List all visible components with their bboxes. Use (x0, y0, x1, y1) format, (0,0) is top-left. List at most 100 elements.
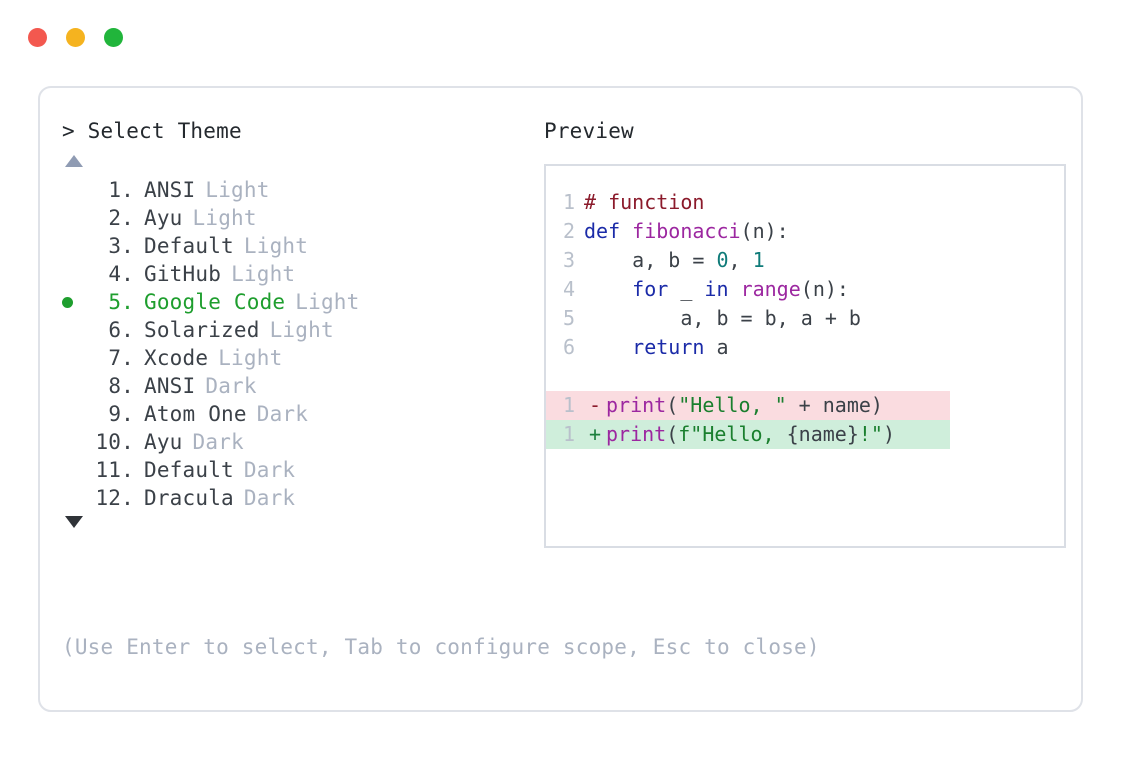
theme-list-item[interactable]: 9. Atom One Dark (62, 400, 532, 428)
theme-item-index: 8. (108, 374, 134, 398)
window-titlebar (28, 28, 123, 47)
code-line: 1# function (546, 188, 1064, 217)
code-token: ( (666, 393, 679, 417)
theme-item-name: Dracula (144, 486, 234, 510)
diff-line-del: 1-print("Hello, " + name) (546, 391, 950, 420)
selection-bullet-cell (62, 316, 88, 344)
code-token: {name} (786, 422, 859, 446)
code-token (729, 277, 741, 301)
theme-list-item[interactable]: 12. Dracula Dark (62, 484, 532, 512)
code-token: a, b = (584, 248, 717, 272)
theme-item-variant: Light (205, 178, 270, 202)
code-token: # function (584, 190, 705, 214)
code-line: 5 a, b = b, a + b (546, 304, 1064, 333)
code-token: for (632, 277, 669, 301)
select-theme-prompt: > Select Theme (62, 119, 242, 143)
maximize-button[interactable] (104, 28, 123, 47)
code-token: 1 (752, 248, 765, 272)
selection-bullet-cell (62, 344, 88, 372)
code-token: print (606, 422, 667, 446)
scroll-down-icon[interactable] (65, 516, 83, 528)
code-token: range (740, 277, 801, 301)
line-number: 5 (562, 306, 575, 330)
code-token (584, 335, 632, 359)
theme-item-variant: Light (243, 234, 309, 258)
selection-bullet-cell (62, 176, 88, 204)
theme-item-name: Solarized (144, 318, 260, 342)
keyboard-hint: (Use Enter to select, Tab to configure s… (62, 635, 820, 659)
code-token (584, 277, 632, 301)
code-token: "Hello, " (678, 393, 787, 417)
selection-bullet-cell (62, 260, 88, 288)
code-line-text: a, b = 0, 1 (584, 246, 765, 275)
code-line: 2 def fibonacci(n): (546, 217, 1064, 246)
code-line: 6 return a (546, 333, 1064, 362)
code-token: ( (666, 422, 679, 446)
code-token: return (632, 335, 705, 359)
code-token: f"Hello, (678, 422, 787, 446)
theme-item-index: 2. (108, 206, 134, 230)
diff-line-add: 1 +print(f"Hello, {name}!") (546, 420, 950, 449)
code-token: , (728, 248, 753, 272)
theme-item-name: Ayu (144, 206, 183, 230)
selection-bullet-cell (62, 400, 88, 428)
theme-item-variant: Dark (192, 430, 244, 454)
diff-marker: + (588, 422, 602, 446)
code-token: def (584, 219, 633, 243)
theme-item-variant: Dark (243, 486, 296, 510)
diff-marker: - (588, 393, 602, 417)
code-line-text: def fibonacci(n): (584, 217, 789, 246)
diff-line-text: print(f"Hello, {name}!") (606, 420, 895, 449)
line-number: 1 (562, 422, 575, 446)
theme-list-item[interactable]: 6. Solarized Light (62, 316, 532, 344)
theme-item-variant: Light (231, 262, 296, 286)
line-number: 3 (562, 248, 575, 272)
code-token: (n): (800, 277, 849, 301)
selection-bullet-cell (62, 456, 88, 484)
code-line-text: return a (584, 333, 728, 362)
close-button[interactable] (28, 28, 47, 47)
theme-item-index: 9. (108, 402, 134, 426)
code-line: 3 a, b = 0, 1 (546, 246, 1064, 275)
theme-item-name: Google Code (144, 290, 286, 314)
theme-item-index: 12. (95, 486, 134, 510)
theme-item-variant: Light (269, 318, 334, 342)
scroll-up-icon[interactable] (65, 155, 83, 167)
minimize-button[interactable] (66, 28, 85, 47)
code-token: _ (668, 277, 705, 301)
selection-bullet-cell (62, 428, 88, 456)
theme-item-variant: Dark (256, 402, 309, 426)
theme-item-name: Atom One (144, 402, 247, 426)
code-line-text: for _ in range(n): (584, 275, 849, 304)
theme-item-name: Ayu (144, 430, 183, 454)
code-token: + name) (786, 393, 883, 417)
selection-bullet-cell (62, 372, 88, 400)
diff-sample: 1-print("Hello, " + name)1+print(f"Hello… (546, 391, 1064, 449)
code-token: ) (882, 422, 896, 446)
line-number: 1 (562, 393, 575, 417)
line-number: 6 (562, 335, 575, 359)
line-number: 2 (562, 219, 575, 243)
code-line-text: # function (584, 188, 704, 217)
theme-item-index: 11. (95, 458, 134, 482)
diff-line-text: print("Hello, " + name) (606, 391, 883, 420)
theme-item-index: 1. (108, 178, 134, 202)
theme-item-index: 6. (108, 318, 134, 342)
theme-item-index: 4. (108, 262, 134, 286)
line-number: 4 (562, 277, 575, 301)
selection-bullet-cell (62, 232, 88, 260)
